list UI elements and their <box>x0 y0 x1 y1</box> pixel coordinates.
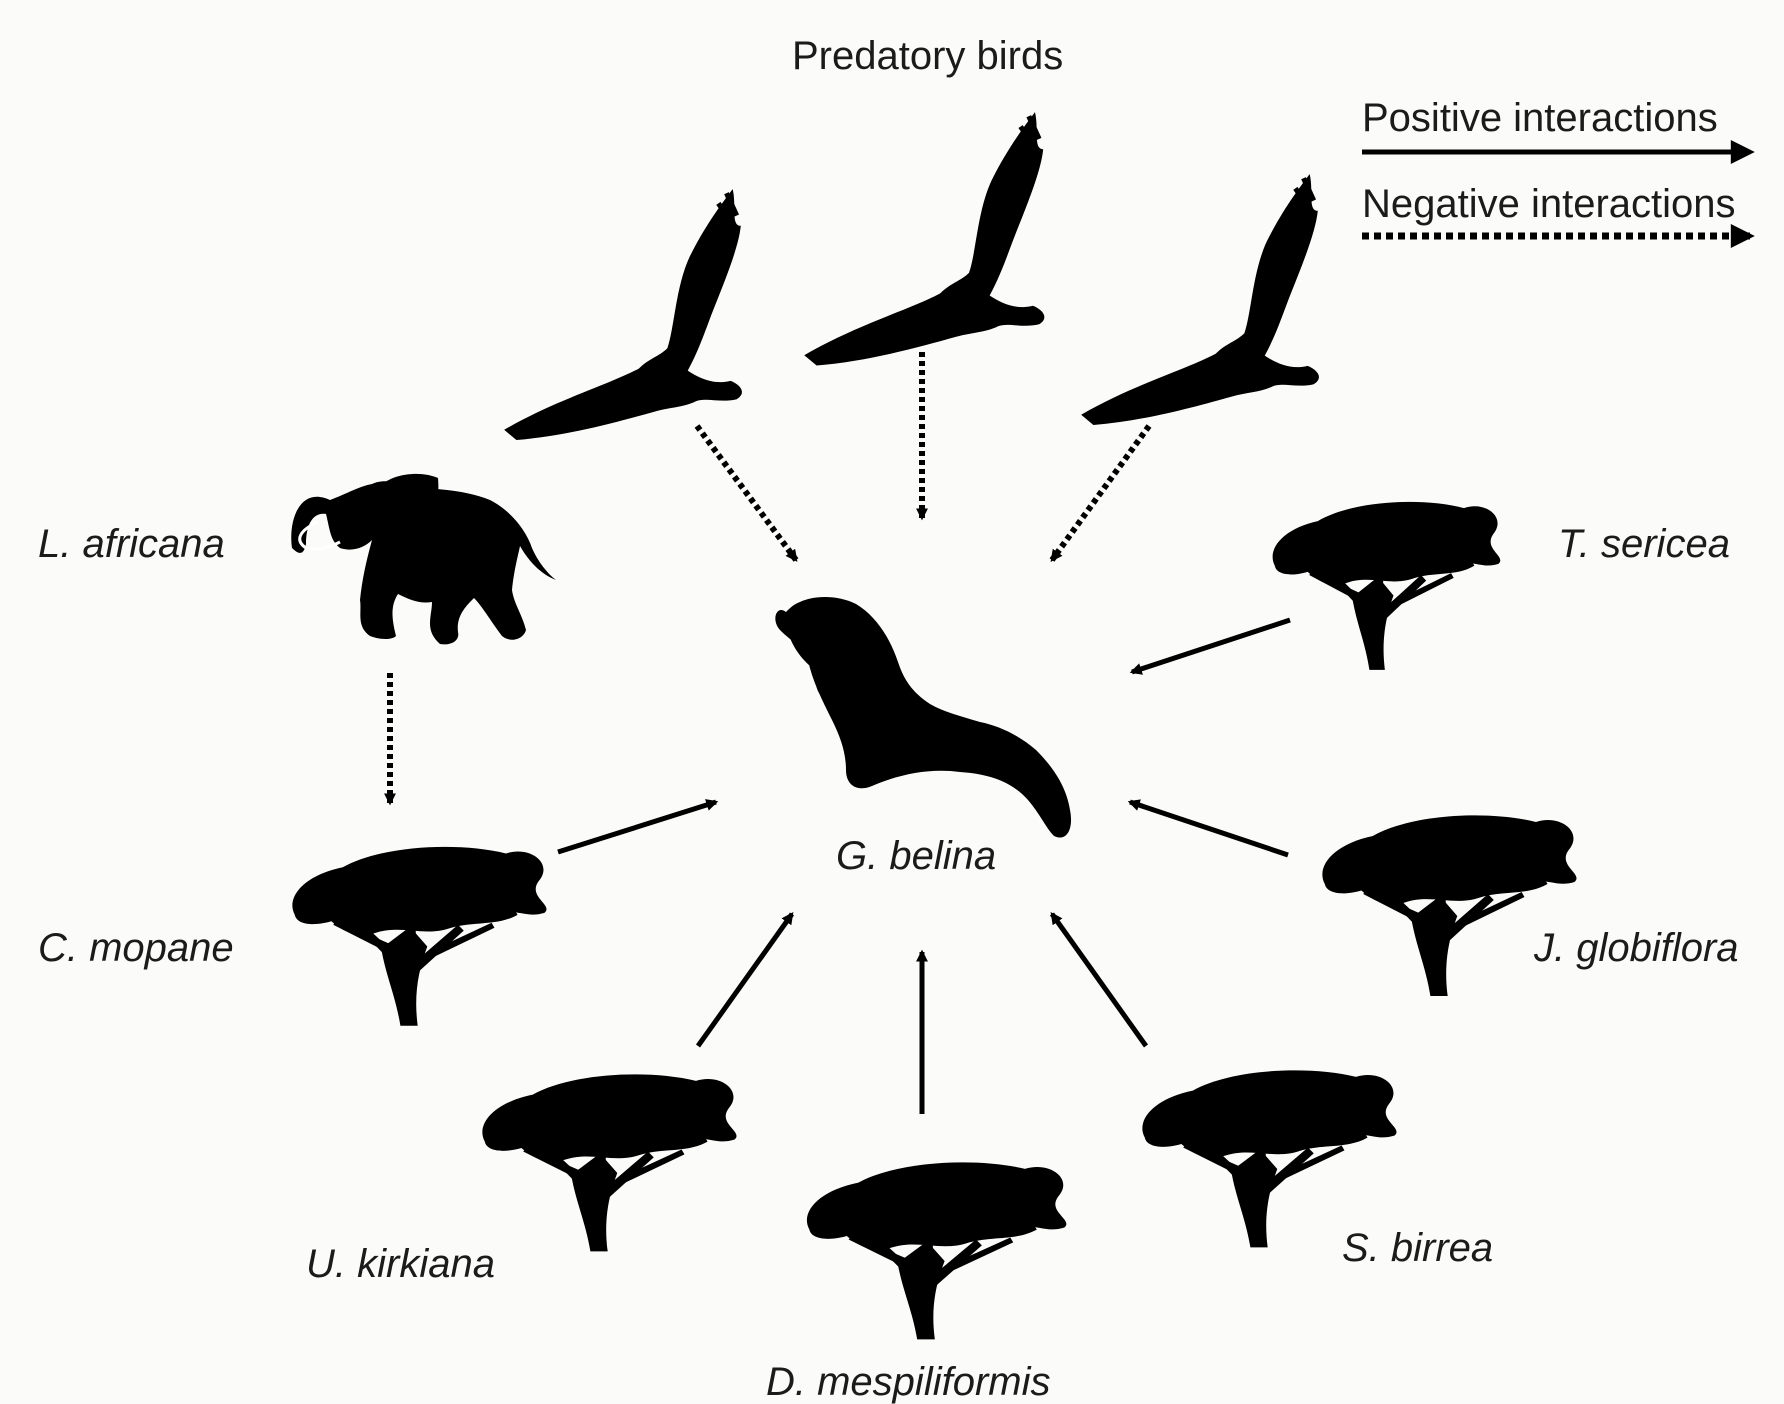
acacia-tree-icon <box>482 1074 736 1251</box>
label-c-mopane: C. mopane <box>38 928 234 968</box>
label-t-sericea: T. sericea <box>1558 524 1730 564</box>
arrow-kirkiana-to-caterpillar <box>698 914 792 1046</box>
label-j-globiflora: J. globiflora <box>1534 928 1739 968</box>
arrow-sericea-to-caterpillar <box>1132 620 1290 672</box>
elephant-icon <box>291 474 556 645</box>
arrow-birrea-to-caterpillar <box>1052 914 1146 1046</box>
acacia-tree-icon <box>807 1162 1066 1339</box>
legend-positive-label: Positive interactions <box>1362 98 1718 138</box>
title-predatory-birds: Predatory birds <box>792 36 1063 76</box>
arrow-bird1-to-caterpillar <box>697 426 796 560</box>
eagle-icon <box>504 189 742 440</box>
acacia-tree-icon <box>1273 502 1501 670</box>
legend-negative-label: Negative interactions <box>1362 184 1736 224</box>
eagle-icon <box>1081 174 1319 425</box>
eagle-icon <box>804 112 1044 365</box>
label-l-africana: L. africana <box>38 524 225 564</box>
caterpillar-icon <box>775 597 1071 838</box>
arrow-bird3-to-caterpillar <box>1052 426 1149 560</box>
label-u-kirkiana: U. kirkiana <box>306 1244 495 1284</box>
arrow-globiflora-to-caterpillar <box>1130 802 1288 855</box>
label-s-birrea: S. birrea <box>1342 1228 1493 1268</box>
acacia-tree-icon <box>1142 1070 1396 1247</box>
label-d-mespiliformis: D. mespiliformis <box>766 1362 1050 1402</box>
label-g-belina: G. belina <box>836 836 996 876</box>
acacia-tree-icon <box>292 847 546 1026</box>
arrow-mopane-to-caterpillar <box>558 802 716 852</box>
